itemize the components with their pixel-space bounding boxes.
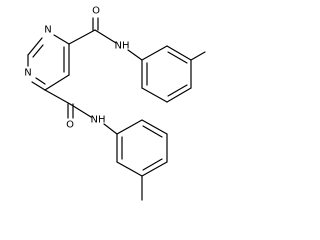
- bond: [141, 45, 168, 61]
- bond: [53, 34, 70, 45]
- upper-carboxamide: [68, 17, 143, 61]
- bond: [27, 37, 43, 56]
- bond: [142, 158, 163, 171]
- lower-carboxamide: [44, 89, 118, 135]
- bond: [127, 49, 143, 61]
- bond: [142, 125, 163, 138]
- bond: [166, 87, 192, 103]
- bond: [32, 44, 44, 58]
- pyrimidine-ring: [27, 34, 70, 91]
- bond: [44, 74, 70, 91]
- bond: [141, 119, 168, 135]
- methyl-bond: [190, 51, 206, 61]
- bond: [116, 119, 143, 135]
- bond: [35, 77, 46, 85]
- bond: [103, 123, 118, 135]
- bond: [166, 45, 192, 61]
- bond: [94, 29, 117, 44]
- bond: [167, 84, 188, 97]
- bond: [44, 89, 71, 105]
- lower-tolyl-ring: [116, 119, 168, 201]
- bond: [116, 161, 143, 177]
- chemical-structure: N N O NH O NH: [24, 6, 206, 201]
- atom-label-o-upper: O: [92, 6, 100, 17]
- atom-label-n-ring-left: N: [24, 68, 31, 79]
- bond: [141, 161, 168, 177]
- bond: [69, 103, 92, 118]
- bond: [31, 81, 46, 91]
- atom-label-nh-lower: NH: [91, 115, 106, 126]
- atom-label-o-lower: O: [66, 120, 74, 131]
- atom-label-nh-upper: NH: [115, 41, 130, 52]
- bond: [167, 51, 188, 64]
- bond: [141, 87, 168, 103]
- bond: [68, 29, 96, 45]
- upper-tolyl-ring: [141, 45, 206, 103]
- atom-labels: N N O NH O NH: [24, 6, 129, 131]
- atom-label-n-ring-top: N: [44, 25, 51, 36]
